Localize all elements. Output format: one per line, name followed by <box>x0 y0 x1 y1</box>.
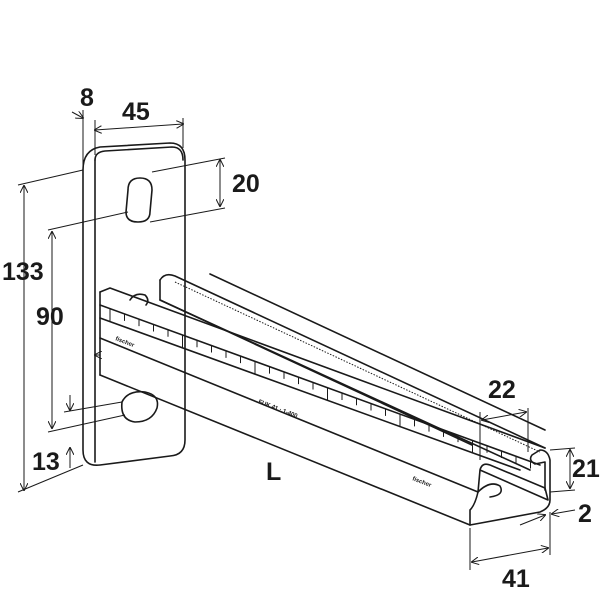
svg-text:FUK 41 · 1-400: FUK 41 · 1-400 <box>257 399 298 420</box>
top-slot <box>125 177 153 223</box>
channel-rail: fischer FUK 41 · 1-400 fischer <box>99 273 551 526</box>
dim-plate-thickness: 8 <box>80 84 94 112</box>
dim-plate-height: 133 <box>2 258 44 286</box>
dim-channel-width: 41 <box>502 565 530 593</box>
dim-slot-offset: 13 <box>32 448 60 476</box>
dim-slot-height: 20 <box>232 170 260 198</box>
dim-slot-spacing: 90 <box>36 303 64 331</box>
channel-end-profile <box>469 449 551 526</box>
dim-plate-width: 45 <box>122 98 150 126</box>
dim-wall-thickness: 2 <box>578 500 592 528</box>
dim-channel-height: 21 <box>572 455 600 483</box>
dim-channel-opening: 22 <box>488 376 516 404</box>
dim-length: L <box>266 458 281 486</box>
svg-text:fischer: fischer <box>411 476 432 489</box>
scale-ticks <box>109 308 531 469</box>
bottom-slot <box>120 390 159 423</box>
dimension-lines <box>17 110 576 570</box>
svg-text:fischer: fischer <box>114 336 135 349</box>
